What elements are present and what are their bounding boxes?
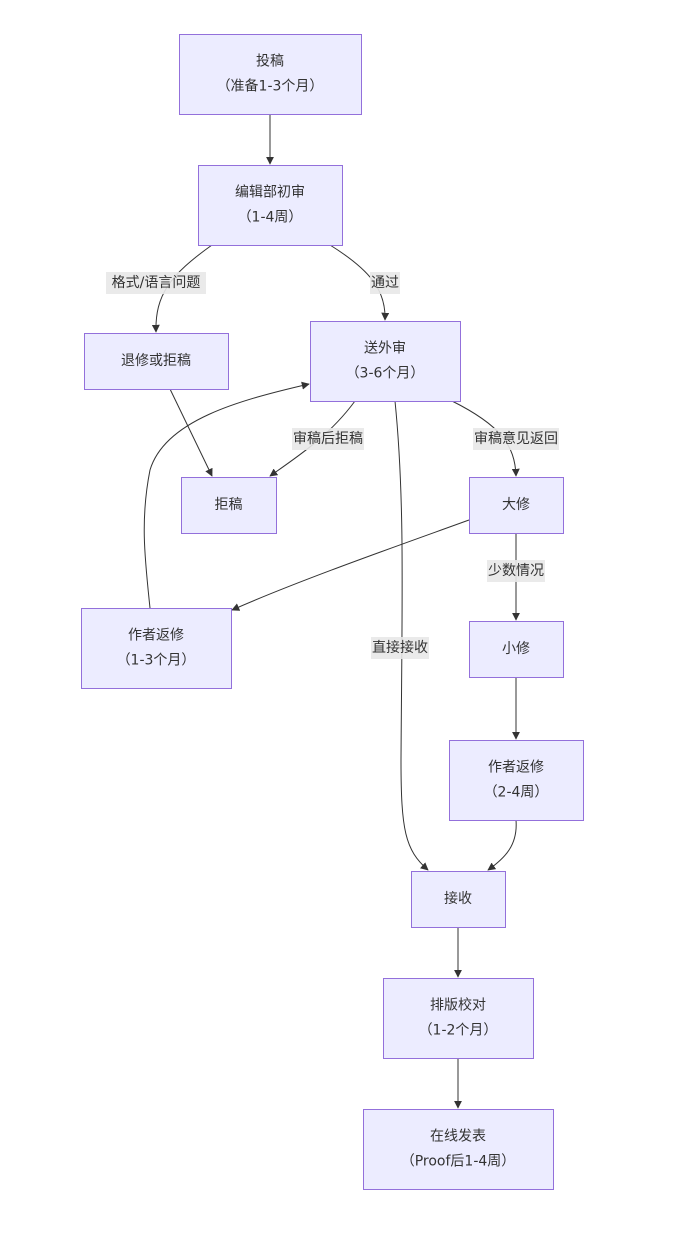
node-duration: （准备1-3个月） <box>217 78 324 95</box>
node-review: 送外审 （3-6个月） <box>310 321 461 402</box>
node-minor: 小修 <box>469 621 564 678</box>
edge-label-background <box>487 560 545 582</box>
node-title: 作者返修 <box>488 760 544 776</box>
edge-revise2-accept <box>487 819 517 871</box>
node-revise1: 作者返修 （1-3个月） <box>81 608 232 689</box>
node-box <box>469 477 564 534</box>
node-revise2: 作者返修 （2-4周） <box>449 740 584 821</box>
node-box <box>310 321 461 402</box>
node-submit: 投稿 （准备1-3个月） <box>179 34 362 115</box>
node-duration: （1-3个月） <box>117 653 196 669</box>
node-title: 在线发表 <box>430 1129 486 1145</box>
node-duration: （2-4周） <box>484 785 549 801</box>
edge-label: 少数情况 <box>487 560 545 582</box>
edge-major-revise1 <box>231 519 470 611</box>
node-title: 大修 <box>502 497 530 513</box>
node-title: 接收 <box>444 890 472 907</box>
node-box <box>84 333 229 390</box>
edge-line <box>231 519 470 611</box>
node-major: 大修 <box>469 477 564 534</box>
node-duration: （3-6个月） <box>346 366 425 382</box>
node-initial: 编辑部初审 （1-4周） <box>198 165 343 246</box>
edge-label: 通过 <box>370 272 400 294</box>
edge-label: 格式/语言问题 <box>106 272 206 294</box>
edge-line <box>394 400 429 871</box>
node-duration: （1-4周） <box>238 210 303 226</box>
node-title: 退修或拒稿 <box>121 353 191 369</box>
edge-label-text: 格式/语言问题 <box>112 275 201 291</box>
edge-line <box>143 381 310 609</box>
node-box <box>449 740 584 821</box>
edge-label: 审稿意见返回 <box>473 428 559 450</box>
node-duration: （Proof后1-4周） <box>401 1154 516 1170</box>
node-box <box>363 1109 554 1190</box>
edge-label-text: 直接接收 <box>372 639 428 656</box>
node-duration: （1-2个月） <box>419 1023 498 1039</box>
node-title: 投稿 <box>256 54 284 70</box>
edge-label-background <box>473 428 559 450</box>
edge-returnrej-reject <box>169 388 213 477</box>
edge-review-accept <box>394 400 429 871</box>
edge-label-text: 少数情况 <box>488 563 544 579</box>
node-title: 送外审 <box>364 341 406 357</box>
node-box <box>81 608 232 689</box>
node-title: 编辑部初审 <box>235 184 305 201</box>
edge-label-text: 审稿后拒稿 <box>293 431 363 447</box>
edge-line <box>487 819 517 871</box>
edge-label-text: 审稿意见返回 <box>474 430 558 447</box>
edge-label-background <box>106 272 206 294</box>
node-title: 拒稿 <box>215 497 243 513</box>
node-title: 小修 <box>502 641 530 657</box>
node-title: 排版校对 <box>430 997 486 1014</box>
node-typeset: 排版校对 （1-2个月） <box>383 978 534 1059</box>
edge-label-background <box>370 272 400 294</box>
node-reject: 拒稿 <box>181 477 277 534</box>
edge-label-text: 通过 <box>371 275 399 291</box>
node-box <box>179 34 362 115</box>
edge-label-background <box>292 428 364 450</box>
node-box <box>469 621 564 678</box>
node-box <box>383 978 534 1059</box>
node-box <box>411 871 506 928</box>
node-returnrej: 退修或拒稿 <box>84 333 229 390</box>
node-accept: 接收 <box>411 871 506 928</box>
node-box <box>198 165 343 246</box>
node-box <box>181 477 277 534</box>
edge-revise1-review <box>143 381 310 609</box>
edge-label: 直接接收 <box>371 637 429 659</box>
edge-label: 审稿后拒稿 <box>292 428 364 450</box>
node-title: 作者返修 <box>128 628 184 644</box>
node-publish: 在线发表 （Proof后1-4周） <box>363 1109 554 1190</box>
edge-line <box>169 388 213 477</box>
edge-label-background <box>371 637 429 659</box>
